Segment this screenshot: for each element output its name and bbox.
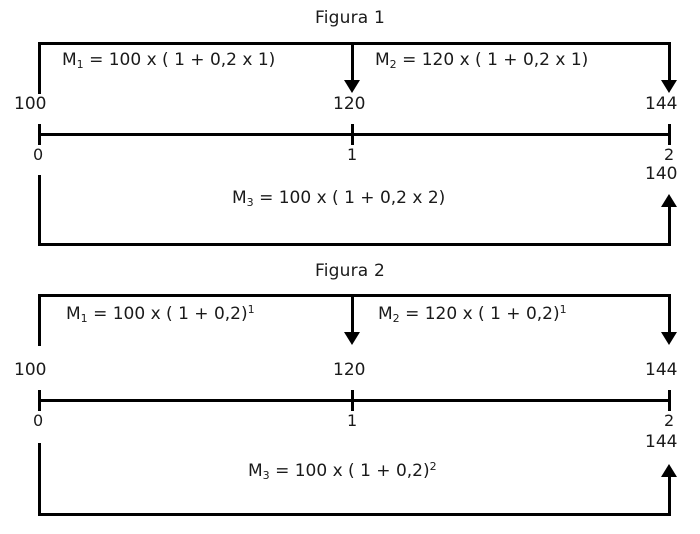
figure-2-m3-label-base: M — [248, 461, 263, 481]
figure-2-m1-arrow-head — [344, 332, 360, 345]
figure-2-m2-exponent: 1 — [559, 303, 567, 316]
figure-1-period-0: 0 — [33, 145, 44, 164]
figure-2-m3-arrow-shaft — [668, 475, 671, 516]
figure-2-m3-label-sub: 3 — [262, 469, 270, 482]
figure-1-m2-arrow-shaft — [668, 42, 671, 84]
figure-1-amount-1: 120 — [333, 94, 366, 114]
figure-1-m3-arrow-head — [661, 194, 677, 207]
figure-2-m2-expression: = 120 x ( 1 + 0,2) — [399, 304, 560, 324]
figure-1-m3-expression: = 100 x ( 1 + 0,2 x 2) — [253, 188, 446, 208]
figure-2-m1-label-base: M — [66, 304, 81, 324]
figure-1-m1-expression: = 100 x ( 1 + 0,2 x 1) — [83, 50, 276, 70]
figure-2-m3-exponent: 2 — [429, 460, 437, 473]
figure-2-tick-1 — [351, 390, 354, 411]
figure-2-period-1: 1 — [347, 411, 358, 430]
figure-2-m1-formula: M1 = 100 x ( 1 + 0,2)1 — [66, 303, 255, 325]
figure-1-period-1: 1 — [347, 145, 358, 164]
figure-1-m1-label-base: M — [62, 50, 77, 70]
figure-2-m3-expression: = 100 x ( 1 + 0,2) — [269, 461, 430, 481]
figure-2-top-bracket-rail — [38, 294, 671, 297]
figure-1-m2-label-sub: 2 — [389, 58, 397, 71]
figure-2-m3-formula: M3 = 100 x ( 1 + 0,2)2 — [248, 460, 437, 482]
figure-2-title: Figura 2 — [314, 261, 386, 281]
figure-1-amount-2: 144 — [645, 94, 678, 114]
figure-1-m2-expression: = 120 x ( 1 + 0,2 x 1) — [396, 50, 589, 70]
figure-2-m1-arrow-shaft — [351, 294, 354, 336]
figure-1-m3-label-base: M — [232, 188, 247, 208]
figure-2-amount-0: 100 — [14, 360, 47, 380]
figure-2-m2-arrow-shaft — [668, 294, 671, 336]
figure-2-bottom-bracket-rail — [38, 513, 671, 516]
figure-2-m3-arrow-head — [661, 464, 677, 477]
figure-1-m2-formula: M2 = 120 x ( 1 + 0,2 x 1) — [375, 50, 588, 71]
figure-1-m1-label-sub: 1 — [76, 58, 84, 71]
figure-1-amount-0: 100 — [14, 94, 47, 114]
figure-2-amount-1: 120 — [333, 360, 366, 380]
figure-1-m3-label-sub: 3 — [246, 196, 254, 209]
figure-2-timeline-axis — [38, 399, 671, 402]
figure-2-top-bracket-left-stem — [38, 294, 41, 346]
figure-1-m1-arrow-shaft — [351, 42, 354, 84]
figure-1-tick-0 — [38, 124, 41, 145]
figure-1-timeline-axis — [38, 133, 671, 136]
figure-1-bottom-bracket-rail — [38, 243, 671, 246]
figure-1-m3-result: 140 — [645, 164, 678, 184]
figure-2-m2-arrow-head — [661, 332, 677, 345]
figure-2-period-0: 0 — [33, 411, 44, 430]
figure-1-m1-formula: M1 = 100 x ( 1 + 0,2 x 1) — [62, 50, 275, 71]
figure-2-m1-exponent: 1 — [247, 303, 255, 316]
figure-2-period-2: 2 — [664, 411, 675, 430]
figure-1-top-bracket-rail — [38, 42, 671, 45]
figure-2-m2-label-base: M — [378, 304, 393, 324]
figure-1-tick-2 — [668, 124, 671, 145]
figure-1-m2-arrow-head — [661, 80, 677, 93]
figure-2-tick-0 — [38, 390, 41, 411]
figure-1-m3-arrow-shaft — [668, 205, 671, 246]
figure-1-m2-label-base: M — [375, 50, 390, 70]
figure-1-bottom-bracket-left-stem — [38, 175, 41, 246]
figure-2-m3-result: 144 — [645, 432, 678, 452]
figure-1-m3-formula: M3 = 100 x ( 1 + 0,2 x 2) — [232, 188, 445, 209]
figure-1-tick-1 — [351, 124, 354, 145]
figure-2-amount-2: 144 — [645, 360, 678, 380]
figure-2-m2-label-sub: 2 — [392, 312, 400, 325]
figure-1-top-bracket-left-stem — [38, 42, 41, 94]
figure-2-m1-label-sub: 1 — [80, 312, 88, 325]
figure-1-m1-arrow-head — [344, 80, 360, 93]
figure-1-period-2: 2 — [664, 145, 675, 164]
figure-2-bottom-bracket-left-stem — [38, 443, 41, 516]
figure-1-title: Figura 1 — [314, 8, 386, 28]
figure-2-m1-expression: = 100 x ( 1 + 0,2) — [87, 304, 248, 324]
figure-2-m2-formula: M2 = 120 x ( 1 + 0,2)1 — [378, 303, 567, 325]
figure-2-tick-2 — [668, 390, 671, 411]
